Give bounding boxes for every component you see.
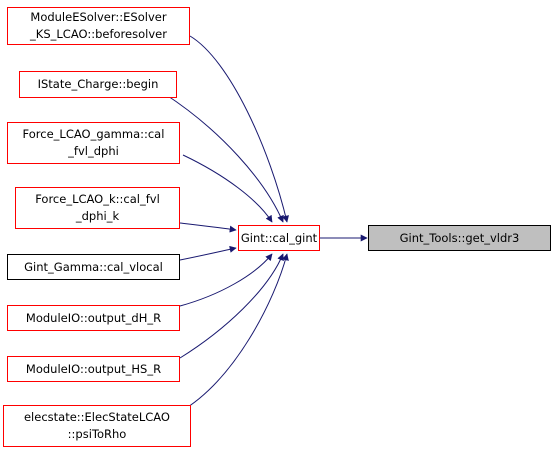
node-label-line: _KS_LCAO::beforesolver: [30, 27, 167, 41]
edge-psitorho-to-cal-gint: [179, 253, 289, 413]
edge-esolver-to-cal-gint: [189, 35, 289, 223]
edge-out-dh-to-cal-gint: [179, 253, 273, 307]
node-moduleio-output-hs-r[interactable]: ModuleIO::output_HS_R: [7, 356, 180, 382]
node-label-line: Gint_Tools::get_vldr3: [399, 230, 520, 245]
node-label-line: IState_Charge::begin: [37, 77, 159, 91]
node-label-line: _dphi_k: [75, 209, 120, 223]
edge-vlocal-to-cal-gint: [179, 245, 237, 261]
edge-out-hs-to-cal-gint: [179, 253, 284, 359]
edge-k-dphi-to-cal-gint: [179, 222, 237, 233]
edge-istate-to-cal-gint: [164, 93, 284, 223]
node-gint-tools-get-vldr3: Gint_Tools::get_vldr3: [368, 225, 551, 251]
node-elecstate-psitorho[interactable]: elecstate::ElecStateLCAO::psiToRho: [3, 405, 191, 447]
node-force-gamma-cal-fvl-dphi[interactable]: Force_LCAO_gamma::cal_fvl_dphi: [7, 122, 180, 164]
node-esolver-beforesolver[interactable]: ModuleESolver::ESolver_KS_LCAO::beforeso…: [7, 7, 190, 45]
node-istate-charge-begin[interactable]: IState_Charge::begin: [19, 71, 177, 98]
node-gint-gamma-cal-vlocal[interactable]: Gint_Gamma::cal_vlocal: [7, 254, 180, 280]
node-label-line: _fvl_dphi: [68, 144, 119, 158]
node-label-line: elecstate::ElecStateLCAO: [23, 410, 170, 424]
node-force-k-cal-fvl-dphi-k[interactable]: Force_LCAO_k::cal_fvl_dphi_k: [15, 187, 180, 229]
node-label-line: ModuleESolver::ESolver: [30, 10, 167, 24]
node-label-line: ModuleIO::output_HS_R: [25, 361, 162, 376]
node-label-line: ModuleIO::output_dH_R: [25, 310, 162, 325]
node-label-line: ::psiToRho: [67, 427, 127, 441]
node-gint-cal-gint[interactable]: Gint::cal_gint: [238, 225, 320, 251]
node-label-line: Gint_Gamma::cal_vlocal: [24, 259, 163, 274]
edge-gamma-dphi-to-cal-gint: [182, 154, 273, 223]
node-label-line: Force_LCAO_gamma::cal: [22, 127, 165, 141]
node-label-line: Force_LCAO_k::cal_fvl: [35, 192, 160, 206]
node-label-line: Gint::cal_gint: [240, 230, 318, 245]
node-moduleio-output-dh-r[interactable]: ModuleIO::output_dH_R: [7, 305, 180, 331]
